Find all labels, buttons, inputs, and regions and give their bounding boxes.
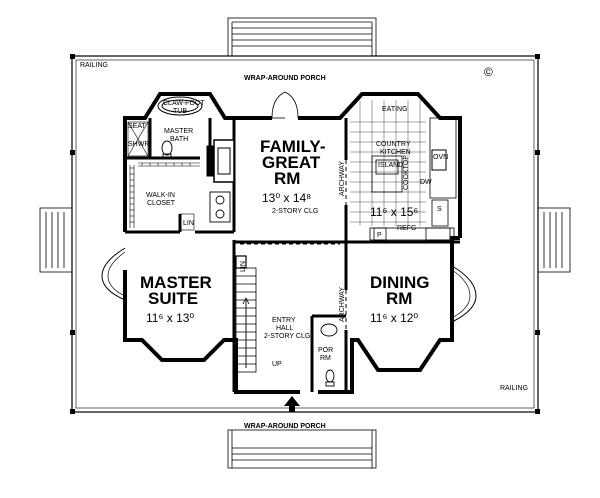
kitchen-cabinets: [369, 117, 457, 241]
walkin-label-2: CLOSET: [147, 200, 176, 207]
steps-top: [227, 17, 377, 57]
kitchen-label-2: KITCHEN: [380, 149, 411, 156]
refrigerator-label: REFG: [397, 225, 416, 232]
bath-fixtures: [161, 140, 231, 223]
pantry-label: P: [377, 232, 382, 239]
cooktop-label: COOKTOP: [403, 155, 410, 190]
staircase: [235, 255, 257, 373]
porch-bottom-label: WRAP-AROUND PORCH: [244, 423, 326, 430]
clawfoot-label: CLAW-FOOT: [163, 100, 205, 107]
master-suite-label-2: SUITE: [148, 289, 198, 308]
tub-label: TUB: [173, 108, 187, 115]
master-bath-label-2: BATH: [170, 136, 188, 143]
archway-upper-label: ARCHWAY: [339, 161, 346, 196]
family-french-doors: [271, 91, 299, 119]
family-room-label-3: RM: [274, 169, 300, 188]
linen-upper-label: LIN: [183, 220, 194, 227]
steps-left: [39, 207, 73, 273]
seat-label: SEAT: [128, 123, 146, 130]
steps-right: [537, 207, 571, 273]
eating-label: EATING: [382, 106, 408, 113]
family-room-label-1: FAMILY-: [260, 137, 326, 156]
railing-bottom-label: RAILING: [500, 385, 528, 392]
sink-label: S: [437, 206, 442, 213]
master-bay-left: [101, 247, 126, 301]
master-suite-dimensions: 11⁶ x 13⁰: [146, 311, 194, 325]
interior-walls: [125, 118, 460, 392]
master-suite-label-1: MASTER: [140, 273, 212, 292]
oven-label: OVN: [433, 154, 448, 161]
dining-bay-right: [451, 265, 477, 323]
entry-hall-ceiling: 2-STORY CLG: [264, 333, 310, 340]
copyright-icon: ©: [484, 65, 493, 79]
porch-top-label: WRAP-AROUND PORCH: [244, 75, 326, 82]
kitchen-label-1: COUNTRY: [376, 141, 411, 148]
shower-label: SHWR: [128, 141, 149, 148]
dining-room-label-1: DINING: [370, 273, 430, 292]
entry-arrow-icon: [284, 396, 300, 412]
family-room-label-2: GREAT: [262, 153, 321, 172]
family-room-dimensions: 13⁰ x 14⁸: [262, 191, 311, 205]
dishwasher-label: DW: [420, 179, 432, 186]
family-room-ceiling: 2-STORY CLG: [272, 208, 318, 215]
linen-lower-label: LIN: [240, 261, 247, 272]
island-label: ISLAND: [378, 162, 403, 169]
dining-room-label-2: RM: [386, 289, 412, 308]
archway-lower-label: ARCHWAY: [339, 287, 346, 322]
dining-room-dimensions: 11⁶ x 12⁰: [370, 311, 418, 325]
exterior-walls: [123, 92, 462, 394]
entry-hall-label-1: ENTRY: [272, 317, 296, 324]
entry-hall-label-2: HALL: [276, 325, 294, 332]
shower-stall: [127, 121, 149, 157]
stairs-up-label: UP: [272, 361, 282, 368]
clawfoot-tub: [157, 96, 203, 116]
kitchen-tile-grid: [350, 100, 426, 226]
railing-top-label: RAILING: [80, 62, 108, 69]
powder-room-label-1: POR: [318, 347, 333, 354]
walkin-label-1: WALK-IN: [146, 192, 175, 199]
archway-dashes: [240, 160, 347, 330]
fireplace: [206, 139, 235, 183]
master-bath-label-1: MASTER: [164, 128, 193, 135]
kitchen-dimensions: 11⁶ x 15⁶: [370, 205, 418, 219]
powder-fixtures: [320, 323, 338, 387]
steps-bottom: [227, 429, 377, 469]
walkin-closet-racks: [129, 162, 200, 231]
porch-outline: [70, 54, 540, 414]
powder-room-label-2: RM: [320, 355, 331, 362]
